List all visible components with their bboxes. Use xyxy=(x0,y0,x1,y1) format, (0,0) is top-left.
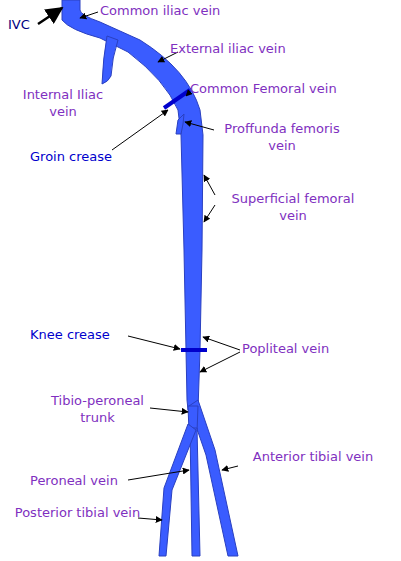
leader-line xyxy=(112,110,168,150)
leader-line xyxy=(200,352,240,372)
groin-crease-mark xyxy=(164,90,190,108)
leader-line xyxy=(186,92,190,96)
part-label: Proffunda femoris vein xyxy=(212,120,352,154)
part-label: Tibio-peroneal trunk xyxy=(40,392,155,426)
internal-iliac-branch xyxy=(102,36,118,84)
profunda-branch xyxy=(176,114,184,134)
part-label: Posterior tibial vein xyxy=(10,504,145,521)
part-label: Common iliac vein xyxy=(100,2,270,19)
ivc-arrow xyxy=(38,8,62,24)
part-label: Knee crease xyxy=(30,326,150,343)
leader-line xyxy=(204,175,215,195)
leader-line xyxy=(204,205,215,222)
knee-crease-mark xyxy=(181,348,207,352)
leader-line xyxy=(128,470,189,480)
leader-line xyxy=(128,336,180,349)
leader-line xyxy=(150,408,188,412)
leader-line xyxy=(222,466,238,470)
part-label: Anterior tibial vein xyxy=(238,448,388,465)
anterior-tibial-branch xyxy=(189,400,238,556)
part-label: Superficial femoral vein xyxy=(218,190,368,224)
leader-line xyxy=(203,337,240,350)
part-label: Common Femoral vein xyxy=(190,80,390,97)
leader-line xyxy=(185,122,214,130)
leader-line xyxy=(80,12,98,18)
part-label: IVC xyxy=(8,16,48,33)
peroneal-branch xyxy=(190,428,200,556)
part-label: Popliteal vein xyxy=(242,340,392,357)
part-label: External iliac vein xyxy=(170,40,340,57)
leader-line xyxy=(138,518,162,520)
posterior-tibial-branch xyxy=(159,424,196,556)
part-label: Internal Iliac vein xyxy=(8,86,118,120)
part-label: Groin crease xyxy=(30,148,150,165)
part-label: Peroneal vein xyxy=(30,472,150,489)
